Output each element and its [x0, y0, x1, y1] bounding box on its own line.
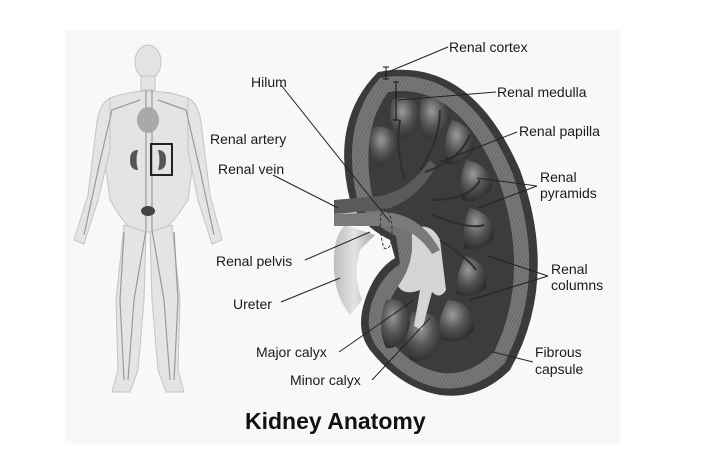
label-hilum: Hilum — [251, 74, 287, 90]
renal-vein-shape — [334, 212, 440, 254]
label-renal-pyramids-line1: Renal — [540, 169, 577, 185]
label-renal-columns-line1: Renal — [551, 261, 588, 277]
renal-pyramids — [370, 96, 494, 361]
label-renal-papilla: Renal papilla — [519, 123, 600, 139]
hilum-outline — [379, 207, 393, 250]
kidney-cross-section — [333, 66, 538, 396]
label-ureter: Ureter — [233, 296, 272, 312]
label-renal-pyramids-line2: pyramids — [540, 185, 597, 201]
renal-artery-shape — [334, 160, 436, 214]
label-major-calyx: Major calyx — [256, 344, 327, 360]
kidney-location-box — [150, 143, 173, 176]
label-renal-columns-line2: columns — [551, 277, 604, 293]
label-renal-medulla: Renal medulla — [497, 84, 587, 100]
label-renal-artery: Renal artery — [210, 131, 287, 147]
figure-title: Kidney Anatomy — [245, 408, 426, 434]
heart-icon — [137, 107, 159, 133]
label-renal-cortex: Renal cortex — [449, 39, 528, 55]
bladder-icon — [141, 206, 155, 216]
renal-medulla-shape — [368, 91, 515, 374]
human-body-icon — [73, 44, 223, 393]
label-minor-calyx: Minor calyx — [290, 372, 361, 388]
ureter-shape — [333, 225, 375, 315]
left-kidney-icon — [130, 150, 138, 170]
label-renal-pelvis: Renal pelvis — [216, 253, 293, 269]
leader-lines — [272, 46, 549, 381]
label-fibrous-capsule-line1: Fibrous — [535, 344, 582, 360]
label-renal-vein: Renal vein — [218, 161, 285, 177]
right-kidney-icon — [158, 150, 166, 170]
label-fibrous-capsule-line2: capsule — [535, 361, 584, 377]
measure-bars — [383, 66, 399, 121]
